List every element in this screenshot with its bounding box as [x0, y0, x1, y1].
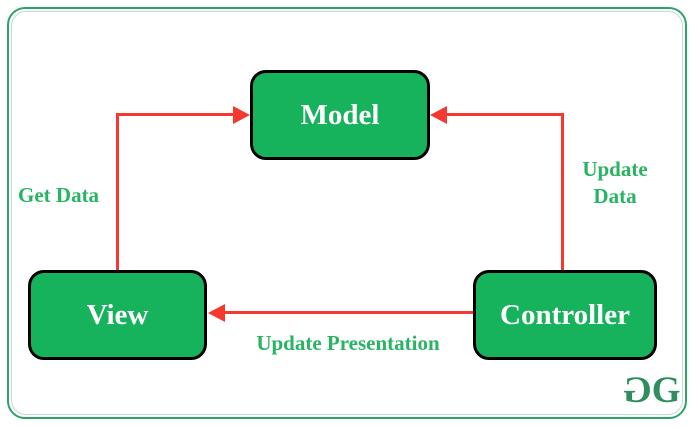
inner-border-frame: [11, 11, 683, 415]
get-data-arrowhead-icon: [233, 106, 250, 124]
update-data-arrow-horizontal-segment: [446, 113, 564, 116]
update-data-arrow-vertical-segment: [561, 113, 564, 270]
get-data-arrow-vertical-segment: [116, 113, 119, 270]
logo-g: G: [651, 370, 681, 411]
get-data-arrow-horizontal-segment: [116, 113, 234, 116]
geeksforgeeks-logo: GG: [626, 370, 681, 411]
update-presentation-arrow-segment: [224, 311, 473, 314]
get-data-label: Get Data: [18, 183, 100, 207]
update-data-arrowhead-icon: [430, 106, 447, 124]
node-controller-label: Controller: [500, 298, 630, 331]
logo-mirrored-g: G: [626, 370, 652, 411]
update-presentation-arrowhead-icon: [208, 304, 225, 322]
update-presentation-label: Update Presentation: [256, 331, 440, 355]
update-data-label-line2: Data: [593, 184, 637, 209]
update-data-label-line1: Update: [582, 157, 648, 181]
node-model-label: Model: [300, 98, 380, 131]
node-controller: Controller: [473, 270, 657, 360]
update-data-label: Update Data: [573, 156, 657, 211]
node-model: Model: [250, 70, 430, 160]
node-view: View: [28, 270, 207, 360]
node-view-label: View: [86, 298, 149, 331]
outer-border-frame: [7, 7, 687, 419]
